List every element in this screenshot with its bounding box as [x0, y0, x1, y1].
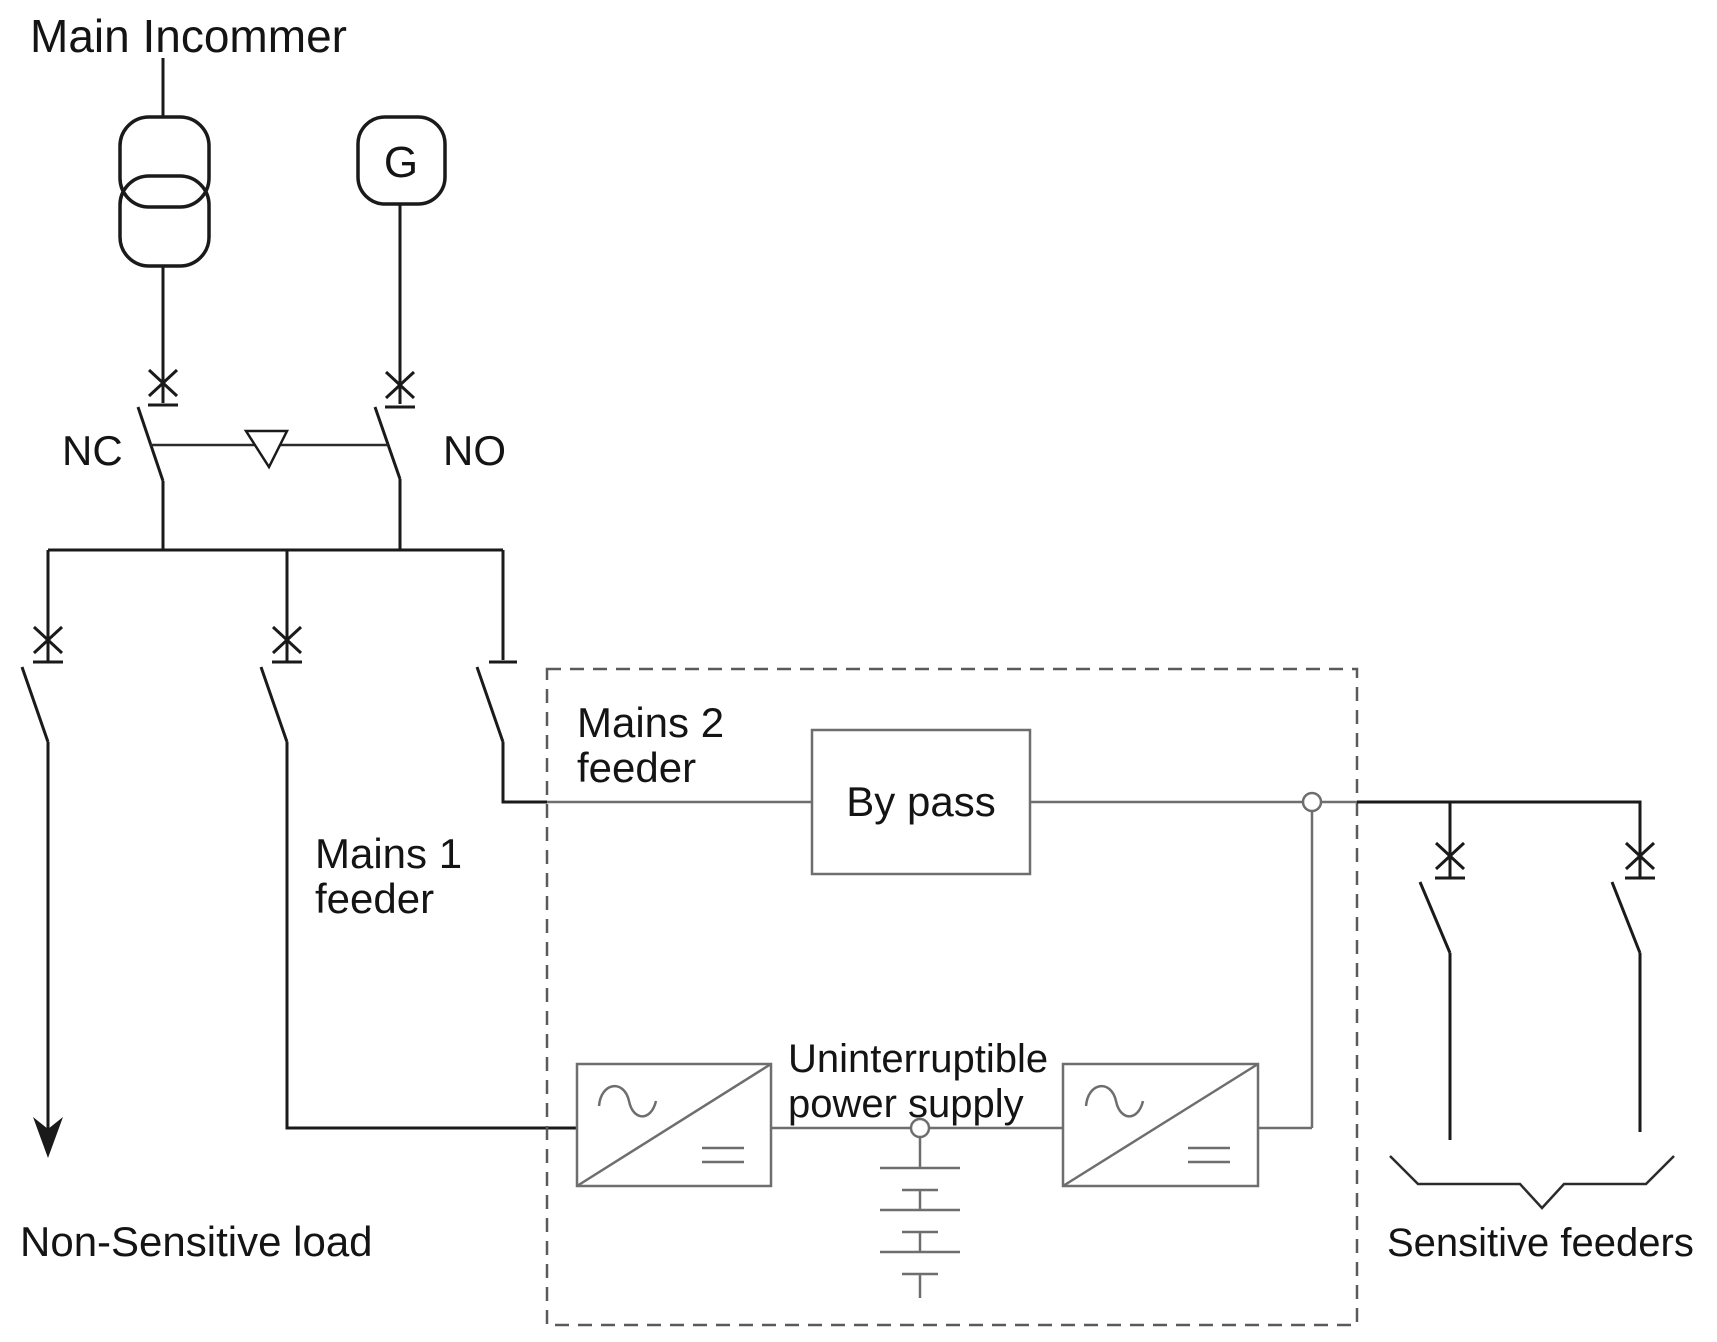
- disconnector-blade-icon: [475, 666, 505, 743]
- no-label: NO: [443, 427, 506, 474]
- mains1-feeder-wire: [285, 742, 577, 1130]
- junction-node-icon: [1301, 791, 1323, 813]
- mains1-label-line2: feeder: [315, 875, 434, 922]
- ups-label-line2: power supply: [788, 1082, 1024, 1126]
- disconnector-blade-icon: [1418, 881, 1452, 954]
- mains2-label-line1: Mains 2: [577, 699, 724, 746]
- ups-enclosure-border: [545, 667, 1359, 1327]
- non-sensitive-load-label: Non-Sensitive load: [20, 1218, 373, 1265]
- nc-label: NC: [62, 427, 123, 474]
- battery-icon: [880, 1137, 960, 1298]
- page-title: Main Incommer: [30, 10, 347, 62]
- mains2-label-line2: feeder: [577, 744, 696, 791]
- mains1-label-line1: Mains 1: [315, 830, 462, 877]
- disconnector-blade-icon: [259, 666, 289, 743]
- disconnector-blade-icon: [1610, 881, 1642, 954]
- changeover-triangle-icon: [243, 429, 290, 470]
- ups-label-line1: Uninterruptible: [788, 1037, 1048, 1081]
- generator-label: G: [384, 138, 418, 187]
- ac-dc-converter-icon: [575, 1062, 773, 1188]
- load-arrow-icon: [33, 1117, 63, 1158]
- feeder-group-brace-icon: [1389, 1155, 1675, 1210]
- sensitive-feeders-label: Sensitive feeders: [1387, 1221, 1694, 1265]
- disconnector-blade-icon: [20, 666, 50, 743]
- sensitive-bus: [1357, 800, 1642, 878]
- mains2-feeder-wire: [501, 742, 547, 804]
- ac-dc-converter-icon: [1061, 1062, 1260, 1188]
- bypass-label: By pass: [846, 778, 995, 825]
- disconnector-blade-icon: [373, 406, 402, 480]
- transformer-icon: [118, 115, 211, 268]
